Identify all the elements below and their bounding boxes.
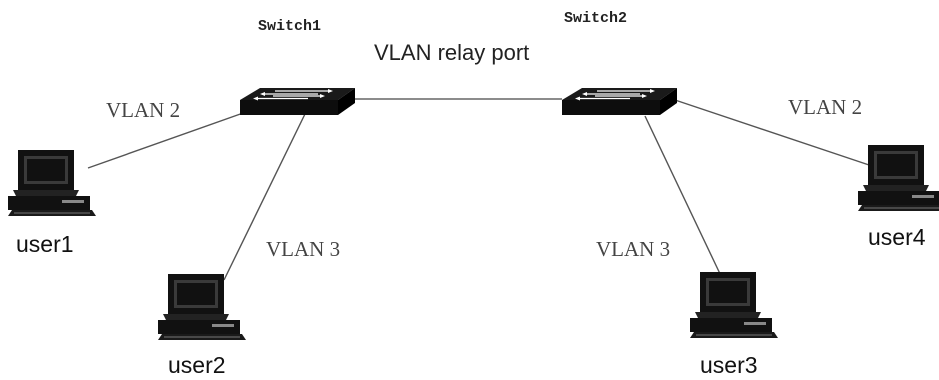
relay-port-label: VLAN relay port: [374, 40, 529, 65]
user1-label: user1: [16, 231, 74, 257]
vlan-label-user3: VLAN 3: [596, 237, 670, 261]
user3-label: user3: [700, 352, 758, 378]
vlan-label-user2: VLAN 3: [266, 237, 340, 261]
user4-label: user4: [868, 224, 926, 250]
link-user4-switch2: [674, 99, 879, 169]
user2-computer-icon: [157, 273, 247, 341]
switch1-label: Switch1: [258, 18, 321, 35]
user3-computer-icon: [689, 271, 779, 339]
switch1-icon: [239, 87, 356, 116]
link-user2-switch1: [223, 113, 306, 281]
user4-computer-icon: [857, 144, 939, 212]
user1-computer-icon: [7, 149, 97, 217]
vlan-label-user4: VLAN 2: [788, 95, 862, 119]
user2-label: user2: [168, 352, 226, 378]
switch2-icon: [561, 87, 678, 116]
switch2-label: Switch2: [564, 10, 627, 27]
vlan-label-user1: VLAN 2: [106, 98, 180, 122]
link-user3-switch2: [644, 115, 723, 279]
link-user1-switch1: [87, 111, 247, 169]
